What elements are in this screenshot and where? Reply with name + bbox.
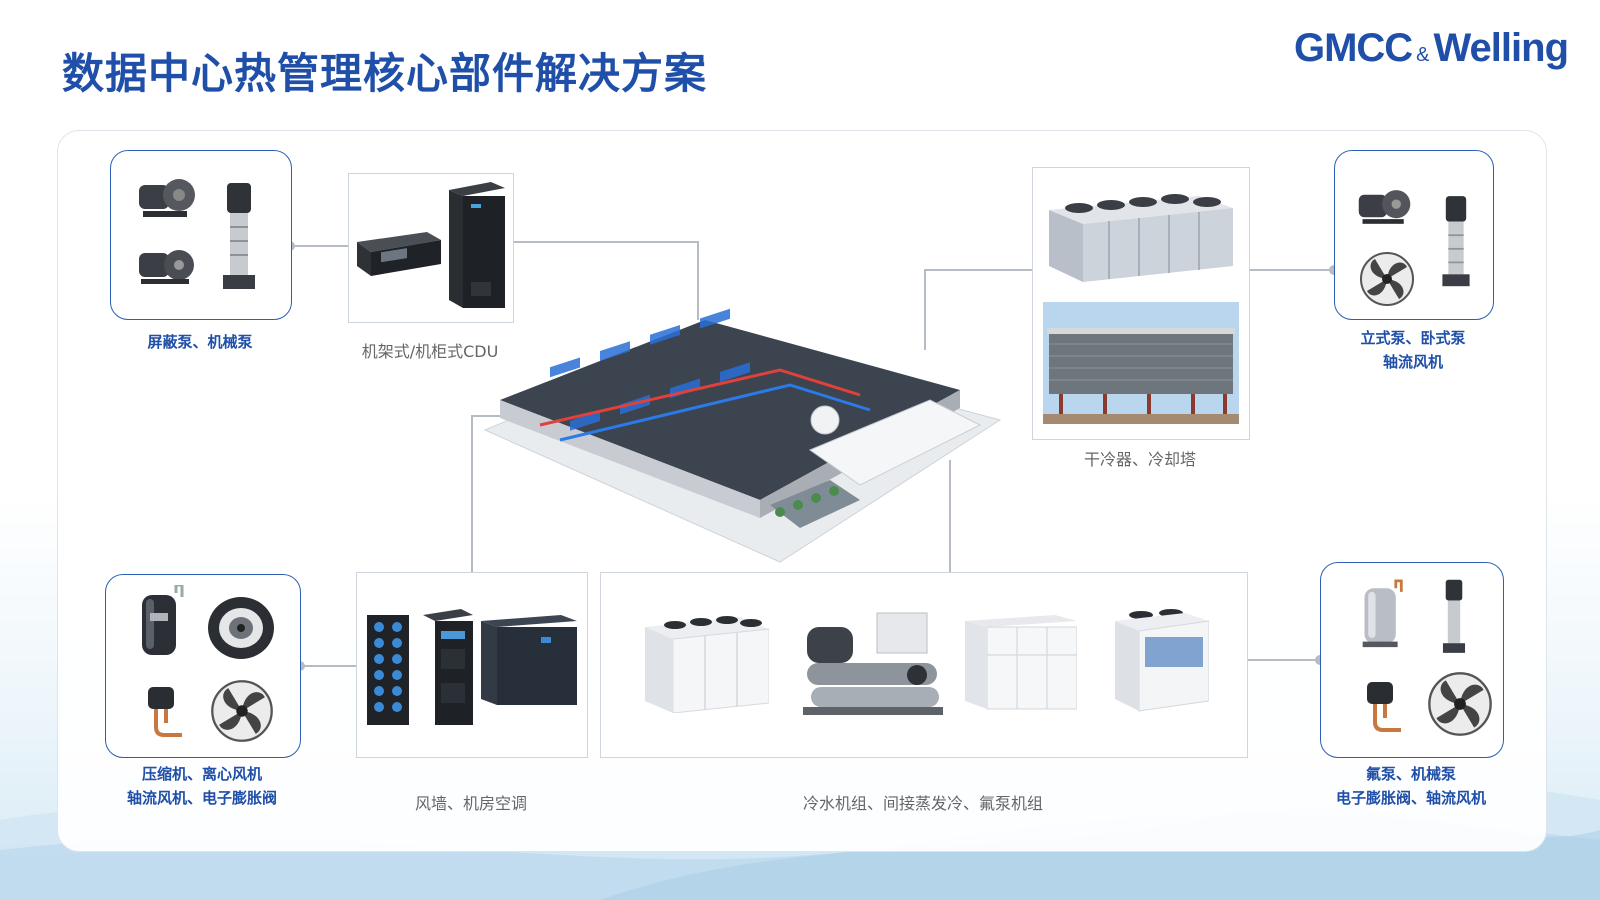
cdu-cabinet-icon bbox=[449, 182, 505, 308]
compressor-icon bbox=[1362, 579, 1403, 648]
product-box-cdu bbox=[348, 173, 514, 323]
datacenter-building-icon bbox=[483, 308, 1002, 563]
product-label-fan-wall: 风墙、机房空调 bbox=[414, 794, 527, 813]
component-box-bottom-left bbox=[105, 574, 301, 758]
logo-gmcc: GMCC bbox=[1293, 26, 1413, 70]
component-box-top-left bbox=[110, 150, 292, 320]
cooling-tower-icon bbox=[1043, 302, 1239, 424]
product-label-cdu: 机架式/机柜式CDU bbox=[361, 342, 499, 361]
component-label-line: 压缩机、离心风机 bbox=[141, 765, 262, 783]
centrifugal-pump-icon bbox=[139, 250, 194, 284]
product-box-chiller bbox=[600, 572, 1248, 758]
component-label-line: 立式泵、卧式泵 bbox=[1360, 329, 1466, 347]
component-box-top-right bbox=[1334, 150, 1494, 320]
axial-fan-icon bbox=[1428, 672, 1492, 736]
product-box-dry-cooler bbox=[1032, 167, 1250, 440]
component-label-line: 氟泵、机械泵 bbox=[1365, 765, 1456, 783]
chiller-icon bbox=[1115, 609, 1209, 712]
logo-welling: Welling bbox=[1433, 26, 1569, 70]
component-label-bottom-right: 氟泵、机械泵 电子膨胀阀、轴流风机 bbox=[1300, 762, 1522, 810]
product-label-chiller: 冷水机组、间接蒸发冷、氟泵机组 bbox=[802, 794, 1043, 813]
component-label-line: 屏蔽泵、机械泵 bbox=[147, 333, 253, 351]
vertical-pump-icon bbox=[1442, 579, 1466, 653]
expansion-valve-icon bbox=[148, 687, 182, 737]
product-label-dry-cooler: 干冷器、冷却塔 bbox=[1083, 450, 1196, 469]
component-label-bottom-left: 压缩机、离心风机 轴流风机、电子膨胀阀 bbox=[95, 762, 309, 810]
dry-cooler-icon bbox=[1049, 194, 1233, 282]
component-box-bottom-right bbox=[1320, 562, 1504, 758]
component-label-line: 电子膨胀阀、轴流风机 bbox=[1335, 789, 1486, 807]
chiller-icon bbox=[645, 616, 769, 713]
centrifugal-pump-icon bbox=[1358, 190, 1411, 224]
expansion-valve-icon bbox=[1367, 682, 1401, 732]
centrifugal-fan-icon bbox=[208, 597, 274, 659]
crac-unit-icon bbox=[481, 615, 577, 705]
axial-fan-icon bbox=[211, 680, 273, 742]
chiller-icon bbox=[803, 612, 943, 715]
chiller-icon bbox=[965, 615, 1077, 710]
page-title: 数据中心热管理核心部件解决方案 bbox=[62, 49, 708, 98]
cdu-rack-icon bbox=[357, 232, 441, 276]
vertical-pump-icon bbox=[223, 183, 255, 289]
axial-fan-icon bbox=[1360, 252, 1414, 306]
centrifugal-pump-icon bbox=[139, 179, 195, 217]
vertical-pump-icon bbox=[1442, 196, 1470, 287]
product-box-fan-wall bbox=[356, 572, 588, 758]
component-label-line: 轴流风机 bbox=[1382, 353, 1443, 371]
logo-ampersand: & bbox=[1416, 44, 1430, 66]
crac-unit-icon bbox=[423, 609, 473, 725]
company-logo: GMCC & Welling bbox=[1293, 26, 1569, 76]
fan-wall-icon bbox=[367, 615, 409, 725]
component-label-top-right: 立式泵、卧式泵 轴流风机 bbox=[1334, 326, 1492, 374]
component-label-line: 轴流风机、电子膨胀阀 bbox=[126, 789, 277, 807]
component-label-top-left: 屏蔽泵、机械泵 bbox=[110, 330, 290, 354]
compressor-icon bbox=[142, 585, 184, 655]
